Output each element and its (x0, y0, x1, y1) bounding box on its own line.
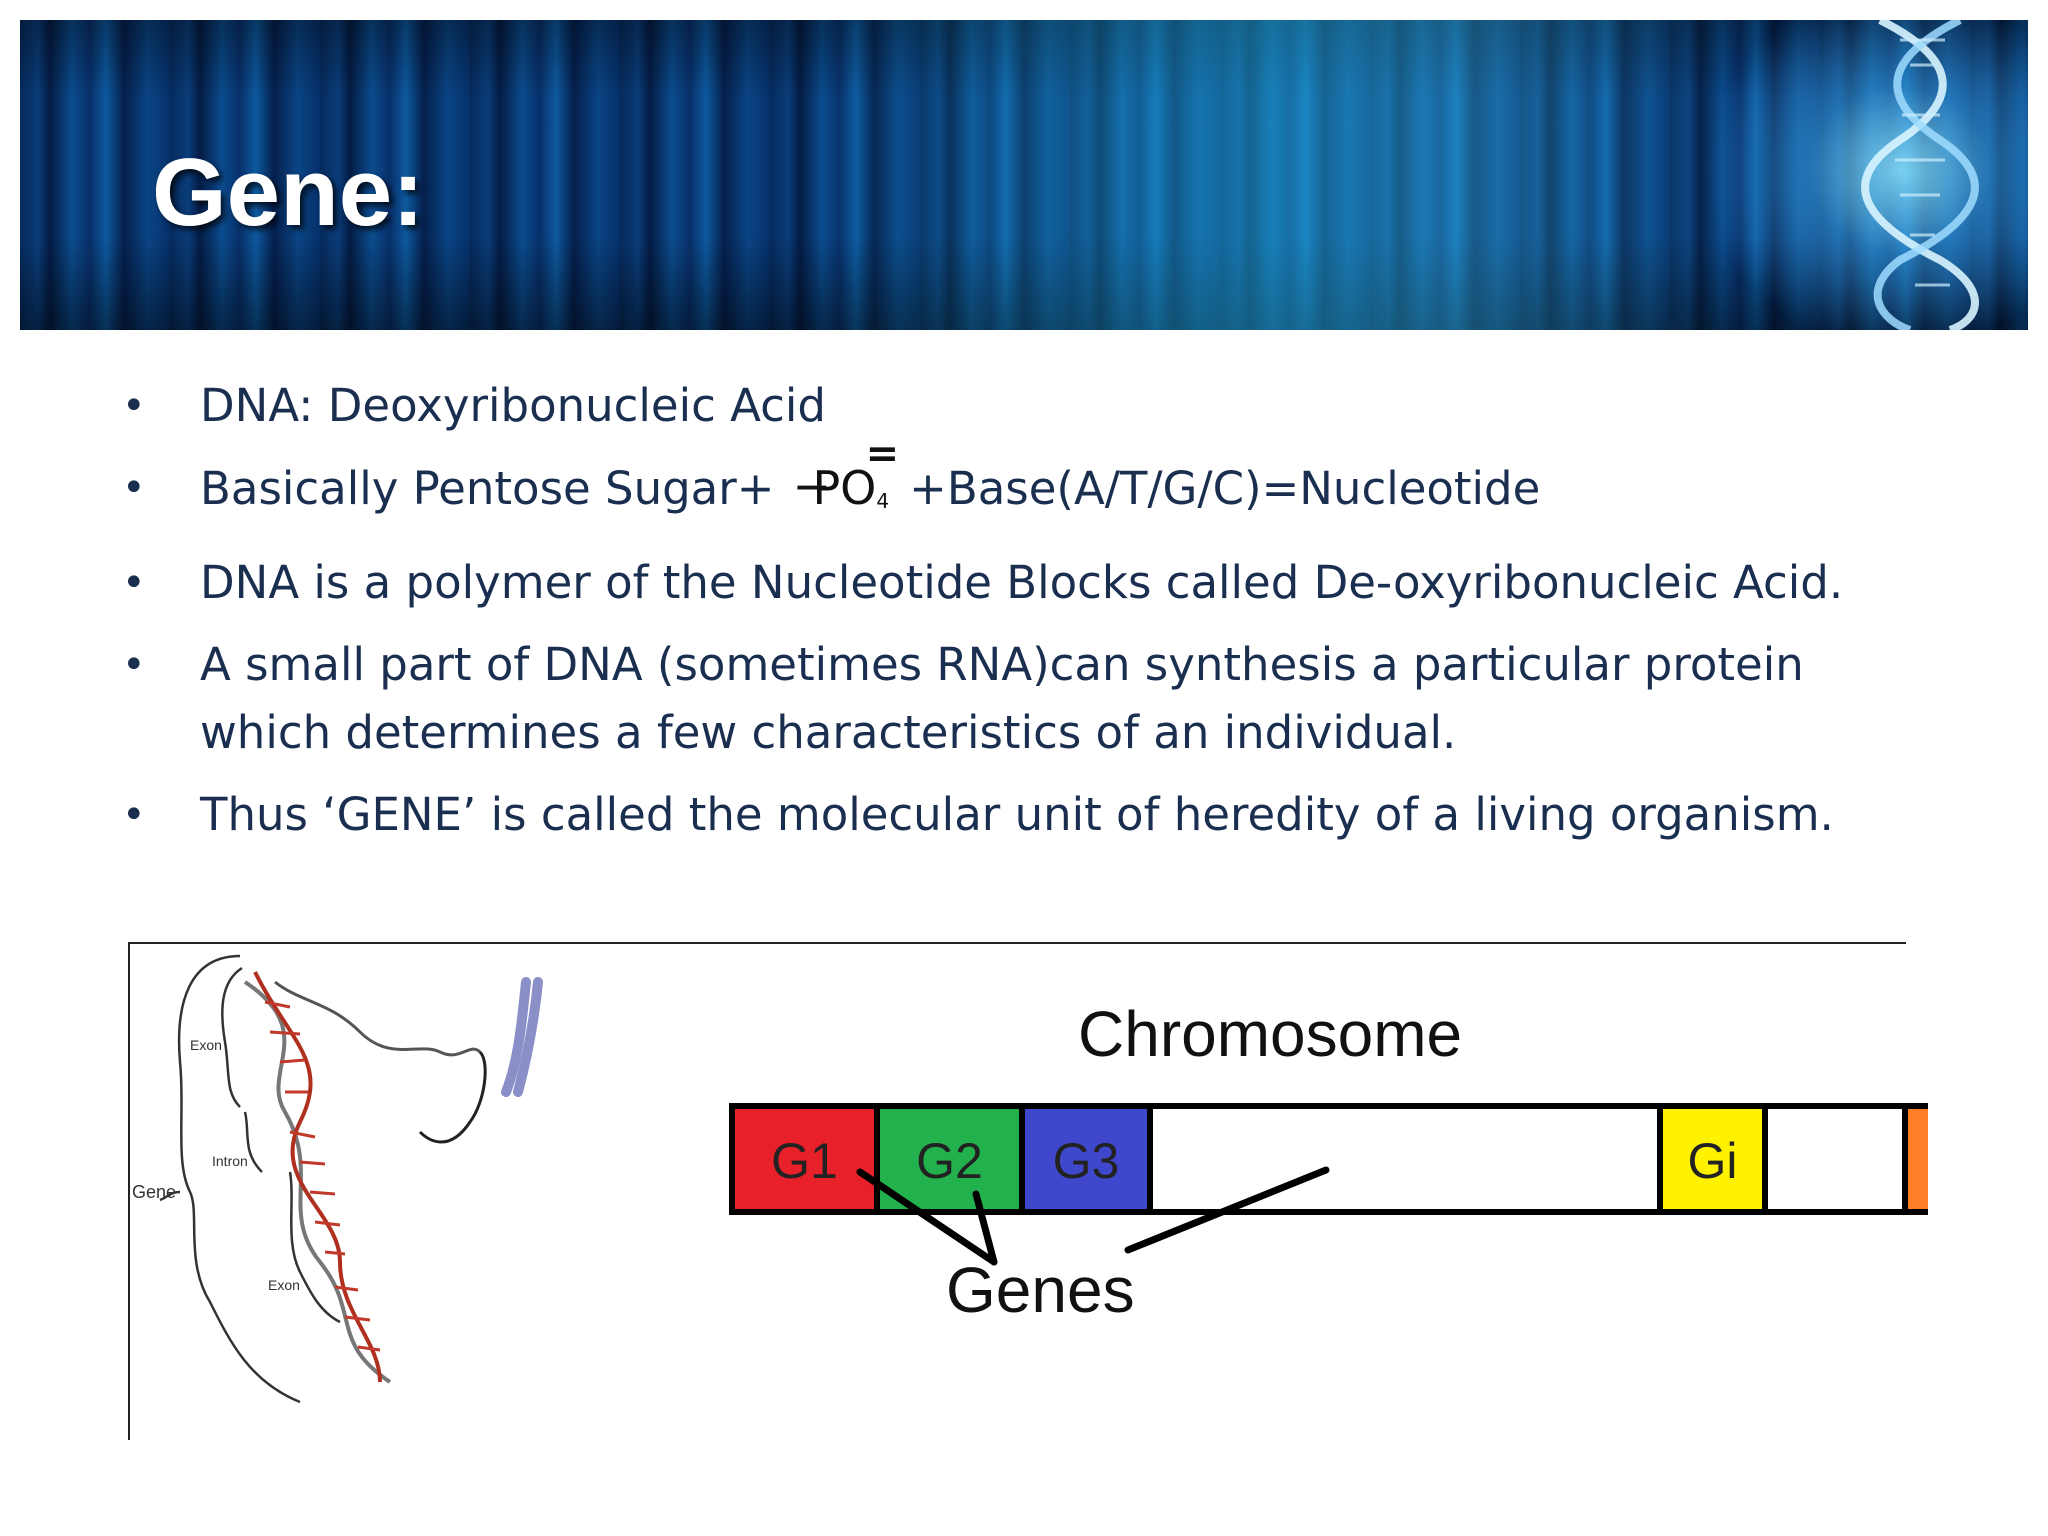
slide-title: Gene: (152, 139, 425, 246)
gene-segment-blank (1762, 1103, 1908, 1215)
bullet-text: Thus ‘GENE’ is called the molecular unit… (200, 788, 1834, 841)
bullet-list: • DNA: Deoxyribonucleic Acid • Basically P… (120, 372, 1920, 863)
gene-segment-g1 (729, 1103, 880, 1215)
banner-glow (20, 20, 2028, 330)
bullet-dot: • (122, 465, 146, 511)
phosphate-formula: −PO4 = (792, 431, 899, 535)
bullet-dot: • (122, 383, 146, 429)
gene-segment-gi (1657, 1103, 1768, 1215)
bullet-item: • DNA: Deoxyribonucleic Acid (120, 372, 1920, 440)
gene-segment-label: G1 (771, 1133, 838, 1189)
chromosome-diagram: Chromosome G1G2G3GiGn Genes (729, 998, 1928, 1326)
phosphate-subscript: 4 (876, 489, 890, 513)
gene-segment-label: G3 (1053, 1133, 1120, 1189)
bullet-dot: • (122, 792, 146, 838)
bullet-text: A small part of DNA (sometimes RNA)can s… (200, 638, 1804, 759)
bullet-text: DNA is a polymer of the Nucleotide Block… (200, 556, 1844, 609)
bullet-item: • A small part of DNA (sometimes RNA)can … (120, 631, 1920, 767)
gene-segment-label: Gi (1688, 1133, 1738, 1189)
bullet-item: • Thus ‘GENE’ is called the molecular uni… (120, 781, 1920, 849)
gene-segment-label: G2 (916, 1133, 983, 1189)
pointer-line-g3 (972, 1190, 998, 1266)
gene-label: Gene (132, 1182, 176, 1202)
pointer-line-gi (1124, 1166, 1330, 1254)
phosphate-charge: = (865, 431, 900, 477)
phosphate-symbol: PO (812, 461, 877, 515)
dna-gene-illustration: Exon Intron Gene Exon (132, 954, 543, 1404)
dna-helix-icon (1861, 20, 1979, 330)
bullet-item: • Basically Pentose Sugar+−PO4 =+Base(A/T/… (120, 431, 1920, 535)
phosphate-bond: − (792, 459, 831, 513)
exon-label: Exon (190, 1037, 222, 1053)
bullet-text: DNA: Deoxyribonucleic Acid (200, 379, 826, 432)
gene-segment-blank (1147, 1103, 1663, 1215)
gene-segment-g3 (1019, 1103, 1153, 1215)
bullet-dot: • (122, 642, 146, 688)
exon-label: Exon (268, 1277, 300, 1293)
bullet-dot: • (122, 560, 146, 606)
pointer-line-g2 (856, 1168, 998, 1266)
gene-segment-g2 (874, 1103, 1025, 1215)
chromosome-bar: G1G2G3GiGn (729, 1103, 1928, 1215)
intron-label: Intron (212, 1153, 248, 1169)
gene-segment-gn (1902, 1103, 1928, 1215)
title-banner: Gene: (20, 20, 2028, 330)
chromosome-label: Chromosome (1078, 998, 1462, 1070)
figure-left-border (128, 942, 130, 1440)
bullet-text: +Base(A/T/G/C)=Nucleotide (909, 462, 1541, 515)
bullet-text: Basically Pentose Sugar+ (200, 462, 775, 515)
bullet-item: • DNA is a polymer of the Nucleotide Bloc… (120, 549, 1920, 617)
genes-label: Genes (946, 1254, 1135, 1326)
figure-top-border (128, 942, 1906, 944)
